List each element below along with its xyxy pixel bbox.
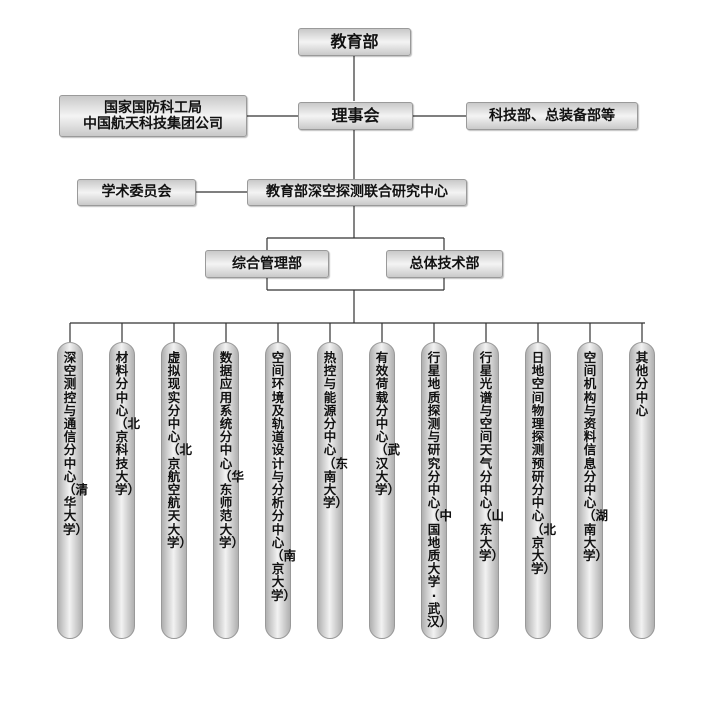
subcenter-label: 材料分中心（北京科技大学） bbox=[115, 350, 141, 498]
subcenter-label: 深空测控与通信分中心（清华大学） bbox=[63, 350, 89, 537]
subcenter-column: 空间机构与资料信息分中心（湖南大学） bbox=[577, 342, 609, 639]
subcenter-label: 其他分中心 bbox=[635, 350, 649, 418]
subcenter-label: 行星光谱与空间天气分中心（山东大学） bbox=[479, 350, 505, 564]
left-partner-box: 国家国防科工局 中国航天科技集团公司 bbox=[59, 95, 247, 137]
dept-tech-box: 总体技术部 bbox=[386, 250, 503, 278]
subcenter-column: 虚拟现实分中心（北京航空航天大学） bbox=[161, 342, 193, 639]
subcenter-label: 热控与能源分中心（东南大学） bbox=[323, 350, 349, 511]
committee-box: 学术委员会 bbox=[77, 179, 196, 206]
subcenter-label: 空间环境及轨道设计与分析分中心（南京大学） bbox=[271, 350, 297, 603]
ministry-box: 教育部 bbox=[298, 28, 411, 56]
council-box: 理事会 bbox=[298, 102, 413, 130]
subcenter-label: 有效荷载分中心（武汉大学） bbox=[375, 350, 401, 498]
subcenter-label: 空间机构与资料信息分中心（湖南大学） bbox=[583, 350, 609, 564]
subcenter-label: 行星地质探测与研究分中心（中国地质大学·武汉） bbox=[427, 350, 453, 630]
subcenter-column: 行星光谱与空间天气分中心（山东大学） bbox=[473, 342, 505, 639]
subcenter-column: 深空测控与通信分中心（清华大学） bbox=[57, 342, 89, 639]
subcenter-column: 其他分中心 bbox=[629, 342, 655, 639]
subcenter-label: 日地空间物理探测预研分中心（北京大学） bbox=[531, 350, 557, 577]
subcenter-column: 行星地质探测与研究分中心（中国地质大学·武汉） bbox=[421, 342, 453, 639]
subcenter-column: 材料分中心（北京科技大学） bbox=[109, 342, 141, 639]
subcenter-column: 有效荷载分中心（武汉大学） bbox=[369, 342, 401, 639]
subcenter-column: 空间环境及轨道设计与分析分中心（南京大学） bbox=[265, 342, 297, 639]
dept-admin-box: 综合管理部 bbox=[205, 250, 329, 278]
center-box: 教育部深空探测联合研究中心 bbox=[247, 179, 467, 206]
subcenter-column: 日地空间物理探测预研分中心（北京大学） bbox=[525, 342, 557, 639]
right-partner-box: 科技部、总装备部等 bbox=[466, 102, 638, 130]
subcenter-column: 热控与能源分中心（东南大学） bbox=[317, 342, 349, 639]
subcenter-column: 数据应用系统分中心（华东师范大学） bbox=[213, 342, 245, 639]
subcenter-label: 虚拟现实分中心（北京航空航天大学） bbox=[167, 350, 193, 550]
subcenter-label: 数据应用系统分中心（华东师范大学） bbox=[219, 350, 245, 550]
